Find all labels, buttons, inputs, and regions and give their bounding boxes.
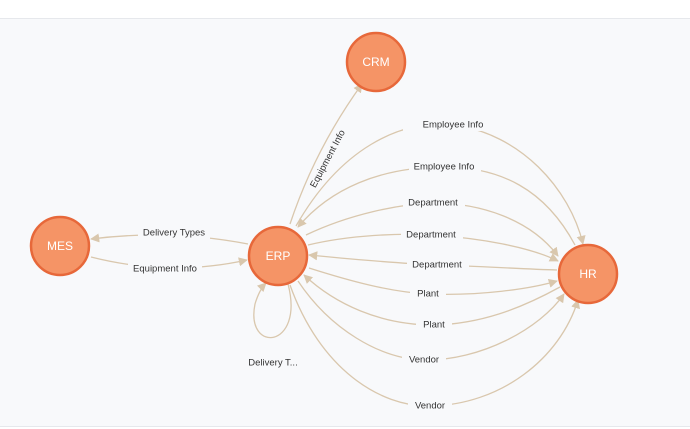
edge-hr-erp-plant[interactable]: Plant [303,274,561,332]
node-label: MES [47,239,73,253]
edge-label: Vendor [409,355,439,366]
edge-label: Delivery Types [143,228,205,239]
relationship-graph: Delivery Types Equipment Info Equipment … [29,31,619,413]
node-label: ERP [266,249,291,263]
edge-erp-mes[interactable]: Delivery Types [90,226,249,245]
edge-label: Vendor [415,401,445,412]
node-label: HR [579,267,597,281]
edge-erp-hr-plant-1[interactable]: Plant [308,267,558,300]
edge-label: Plant [417,289,439,300]
edge-erp-hr-vendor-2[interactable]: Vendor [289,284,580,413]
edge-erp-crm[interactable]: Equipment Info [289,83,363,225]
edge-erp-hr-department-1[interactable]: Department [305,196,559,257]
node-hr[interactable]: HR [557,243,619,305]
edge-mes-erp[interactable]: Equipment Info [90,256,248,275]
edge-label: Delivery T... [248,358,297,369]
edge-erp-hr-employee[interactable]: Employee Info [295,118,586,245]
edge-label: Department [408,198,458,209]
edge-label: Plant [423,320,445,331]
edge-label: Employee Info [414,162,475,173]
node-crm[interactable]: CRM [345,31,407,93]
edge-hr-erp-department[interactable]: Department [308,251,558,272]
edge-hr-erp-employee[interactable]: Employee Info [297,161,576,246]
edge-label: Employee Info [423,120,484,131]
graph-canvas[interactable]: Delivery Types Equipment Info Equipment … [0,18,690,427]
edge-label: Department [406,230,456,241]
node-mes[interactable]: MES [29,215,91,277]
node-erp[interactable]: ERP [247,225,309,287]
edge-label: Equipment Info [133,264,197,275]
edge-label: Department [412,260,462,271]
node-label: CRM [362,55,389,69]
edge-erp-self[interactable]: Delivery T... [243,282,305,370]
edge-erp-hr-department-2[interactable]: Department [307,228,559,262]
edge-erp-hr-vendor-1[interactable]: Vendor [297,280,565,367]
